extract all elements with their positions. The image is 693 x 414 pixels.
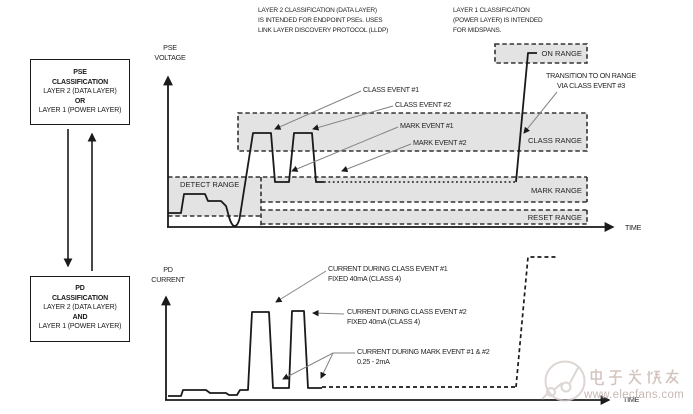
pd-box-line5: LAYER 1 (POWER LAYER) bbox=[38, 323, 122, 331]
upper-time-label: TIME bbox=[625, 223, 642, 232]
mark-range-label: MARK RANGE bbox=[530, 186, 582, 195]
transition-note: TRANSITION TO ON RANGE VIA CLASS EVENT #… bbox=[545, 71, 637, 90]
watermark-cjk-art bbox=[590, 369, 679, 386]
on-range-label: ON RANGE bbox=[541, 48, 582, 58]
pd-current-trace bbox=[168, 310, 322, 397]
current-mark1-arrow bbox=[282, 352, 355, 380]
class-event1-label: CLASS EVENT #1 bbox=[363, 85, 419, 94]
pse-voltage-trace bbox=[168, 132, 324, 227]
class-range-label: CLASS RANGE bbox=[527, 136, 582, 145]
layer2-note: LAYER 2 CLASSIFICATION (DATA LAYER) IS I… bbox=[258, 7, 389, 34]
reset-range-label: RESET RANGE bbox=[527, 212, 582, 222]
detect-range-label: DETECT RANGE bbox=[180, 180, 240, 189]
pd-current-trace-dashed bbox=[322, 256, 556, 388]
upper-leader-lines bbox=[274, 90, 558, 173]
on-range-border bbox=[494, 43, 588, 64]
mark-range-bottom-line bbox=[261, 177, 588, 203]
pd-box-line2: CLASSIFICATION bbox=[51, 294, 109, 302]
mark-event1-label: MARK EVENT #1 bbox=[400, 121, 454, 130]
transition-arrow bbox=[523, 91, 558, 134]
class-event1-arrow bbox=[274, 90, 362, 130]
lower-axes bbox=[161, 295, 611, 405]
lower-leader-lines bbox=[275, 270, 355, 380]
pse-classification-box: PSE CLASSIFICATION LAYER 2 (DATA LAYER) … bbox=[30, 59, 130, 125]
pse-voltage-trace-final bbox=[515, 52, 537, 183]
mark-event2-label: MARK EVENT #2 bbox=[413, 138, 467, 147]
on-range-band bbox=[495, 44, 587, 63]
mark-event2-arrow bbox=[341, 143, 412, 173]
class-event2-arrow bbox=[312, 105, 394, 131]
current-class2-label: CURRENT DURING CLASS EVENT #2 FIXED 40mA… bbox=[347, 307, 467, 326]
watermark-logo-icon bbox=[541, 360, 586, 402]
pse-box-line4: OR bbox=[74, 97, 86, 105]
current-class1-label: CURRENT DURING CLASS EVENT #1 FIXED 40mA… bbox=[328, 264, 448, 283]
lower-waveform bbox=[168, 256, 556, 397]
upper-range-borders bbox=[168, 43, 588, 226]
pd-box-line3: LAYER 2 (DATA LAYER) bbox=[43, 304, 117, 312]
mark-event1-arrow bbox=[291, 126, 399, 172]
pd-box-line4: AND bbox=[72, 313, 88, 321]
upper-y-axis-label: PSE VOLTAGE bbox=[154, 43, 186, 62]
upper-waveform bbox=[168, 52, 537, 227]
layer1-note: LAYER 1 CLASSIFICATION (POWER LAYER) IS … bbox=[453, 7, 543, 34]
pd-box-line1: PD bbox=[75, 285, 85, 292]
current-class2-arrow bbox=[312, 309, 345, 317]
pse-box-line2: CLASSIFICATION bbox=[51, 78, 109, 86]
current-mark-label: CURRENT DURING MARK EVENT #1 & #2 0.25 -… bbox=[357, 347, 490, 366]
current-class1-arrow bbox=[275, 270, 327, 303]
pse-box-line1: PSE bbox=[73, 69, 87, 76]
watermark-url: www.elecfans.com bbox=[584, 389, 685, 401]
lower-y-axis-label: PD CURRENT bbox=[151, 265, 185, 284]
reset-range-band bbox=[261, 210, 587, 224]
class-range-border bbox=[237, 112, 588, 152]
lower-time-label: TIME bbox=[623, 395, 640, 404]
pse-box-line5: LAYER 1 (POWER LAYER) bbox=[38, 107, 122, 115]
upper-range-bands bbox=[168, 44, 587, 224]
current-mark2-arrow bbox=[320, 352, 334, 379]
panel-arrows bbox=[63, 129, 97, 271]
pse-box-line3: LAYER 2 (DATA LAYER) bbox=[43, 88, 117, 96]
pd-classification-box: PD CLASSIFICATION LAYER 2 (DATA LAYER) A… bbox=[30, 276, 130, 342]
reset-range-border bbox=[261, 209, 588, 225]
class-event2-label: CLASS EVENT #2 bbox=[395, 100, 451, 109]
upper-axes bbox=[163, 75, 615, 232]
